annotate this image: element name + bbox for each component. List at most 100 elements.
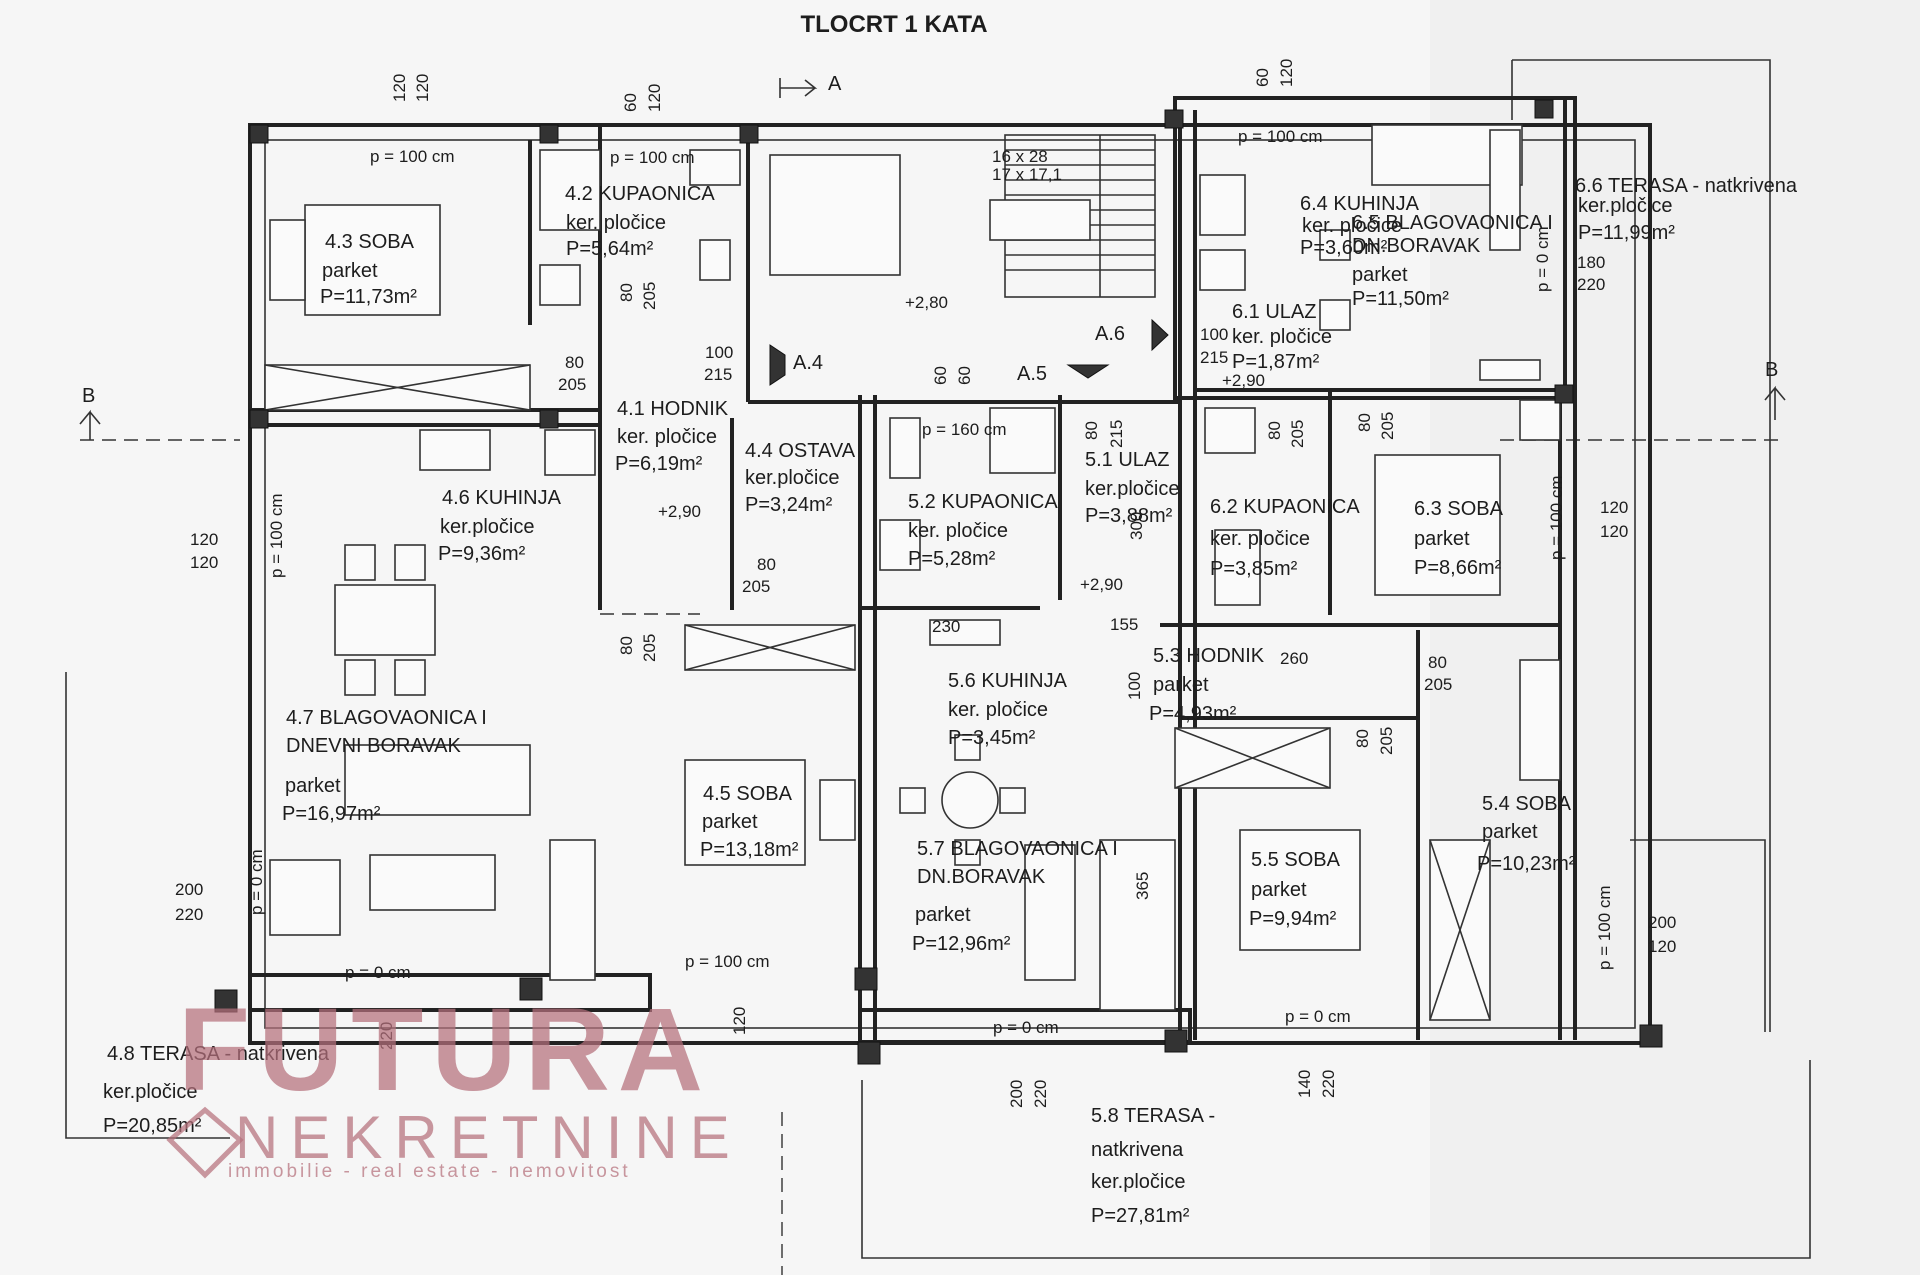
room-name: 5.2 KUPAONICA — [908, 491, 1058, 513]
dim-label: 120 — [390, 74, 409, 102]
room-area: P=5,28m² — [908, 548, 996, 570]
dim-label: 120 — [730, 1007, 749, 1035]
room-name: 6.2 KUPAONICA — [1210, 496, 1360, 518]
room-name-2: DN.BORAVAK — [1352, 235, 1481, 257]
room-name: 4.7 BLAGOVAONICA I — [286, 707, 487, 729]
dim-label: 120 — [190, 553, 218, 572]
dim-label: p = 100 cm — [267, 493, 286, 578]
room-name: 6.4 KUHINJA — [1300, 193, 1420, 215]
room-area: P=4,93m² — [1149, 703, 1237, 725]
dim-label: 100 — [705, 343, 733, 362]
room-floor: ker.pločice — [440, 516, 535, 538]
dim-label: 80 — [565, 353, 584, 372]
section-markers: A A.4 A.5 A.6 B B — [79, 73, 1786, 440]
room-floor: parket — [1482, 821, 1538, 843]
room-name: 6.3 SOBA — [1414, 498, 1504, 520]
room-floor: ker. pločice — [908, 520, 1008, 542]
section-label: A — [828, 73, 842, 95]
furniture — [264, 124, 1561, 1021]
dim-label: 230 — [932, 617, 960, 636]
room-name: 5.8 TERASA - — [1091, 1105, 1215, 1127]
dim-label: 80 — [617, 283, 636, 302]
room-name: 5.5 SOBA — [1251, 849, 1341, 871]
watermark-line2: NEKRETNINE — [235, 1104, 742, 1171]
plan-title: TLOCRT 1 KATA — [800, 11, 987, 38]
dim-label: 205 — [742, 577, 770, 596]
section-label: B — [82, 385, 95, 407]
dim-label: 80 — [1353, 729, 1372, 748]
room-floor: parket — [322, 260, 378, 282]
room-floor: parket — [1352, 264, 1408, 286]
dim-label: 155 — [1110, 615, 1138, 634]
room-area: P=13,18m² — [700, 839, 799, 861]
watermark: FUTURA NEKRETNINE immobilie - real estat… — [166, 984, 742, 1182]
dim-label: 260 — [1280, 649, 1308, 668]
room-area: P=3,45m² — [948, 727, 1036, 749]
dim-label: 220 — [377, 1022, 396, 1050]
dim-label: +2,90 — [658, 502, 701, 521]
dim-label: 120 — [1600, 522, 1628, 541]
dim-label: p = 0 cm — [993, 1018, 1059, 1037]
dim-label: +2,90 — [1080, 575, 1123, 594]
dim-label: 205 — [1424, 675, 1452, 694]
room-name: 6.5 BLAGOVAONICA I — [1352, 212, 1553, 234]
room-name-2: DNEVNI BORAVAK — [286, 735, 462, 757]
watermark-logo-shape — [166, 1106, 244, 1179]
room-floor: ker.pločice — [103, 1081, 198, 1103]
room-name: 4.8 TERASA - natkrivena — [107, 1043, 330, 1065]
watermark-line3: immobilie - real estate - nemovitost — [228, 1161, 631, 1182]
room-area: P=3,85m² — [1210, 558, 1298, 580]
room-floor: ker.pločice — [1085, 478, 1180, 500]
dim-label: 300 — [1127, 512, 1146, 540]
room-name-2: DN.BORAVAK — [917, 866, 1046, 888]
dim-label: 205 — [1288, 420, 1307, 448]
dim-label: 215 — [1200, 348, 1228, 367]
room-name: 5.1 ULAZ — [1085, 449, 1169, 471]
room-area: P=9,94m² — [1249, 908, 1337, 930]
dim-label: 200 — [1007, 1080, 1026, 1108]
room-name: 5.7 BLAGOVAONICA I — [917, 838, 1118, 860]
dim-label: 80 — [1428, 653, 1447, 672]
dim-label: 60 — [621, 93, 640, 112]
room-floor: ker. pločice — [1302, 215, 1402, 237]
dim-label: p = 100 cm — [1238, 127, 1323, 146]
room-area: P=11,73m² — [320, 286, 417, 308]
room-name: 5.3 HODNIK — [1153, 645, 1265, 667]
room-area: P=16,97m² — [282, 803, 381, 825]
room-floor: ker.pločice — [745, 467, 840, 489]
dim-label: p = 100 cm — [610, 148, 695, 167]
dim-label: p = 0 cm — [345, 963, 411, 982]
room-area: P=10,23m² — [1477, 853, 1576, 875]
section-label: B — [1765, 359, 1778, 381]
room-area: P=9,36m² — [438, 543, 526, 565]
room-area: P=8,66m² — [1414, 557, 1502, 579]
room-floor: parket — [1153, 674, 1209, 696]
dim-label: +2,80 — [905, 293, 948, 312]
dim-label: 100 — [1200, 325, 1228, 344]
dim-label: 205 — [1377, 727, 1396, 755]
dim-label: 215 — [1107, 420, 1126, 448]
dim-label: 17 x 17,1 — [992, 165, 1062, 184]
room-area: P=1,87m² — [1232, 351, 1320, 373]
dim-label: p = 100 cm — [1595, 885, 1614, 970]
dim-label: 80 — [617, 636, 636, 655]
dim-label: p = 0 cm — [1285, 1007, 1351, 1026]
dim-label: 205 — [558, 375, 586, 394]
room-area: P=5,64m² — [566, 238, 654, 260]
room-name: 4.3 SOBA — [325, 231, 415, 253]
room-area: P=6,19m² — [615, 453, 703, 475]
dim-label: 60 — [931, 366, 950, 385]
room-area: P=3,60m² — [1300, 237, 1388, 259]
room-name-2: natkrivena — [1091, 1139, 1184, 1161]
dim-label: 80 — [1082, 421, 1101, 440]
room-floor: ker.pločice — [1091, 1171, 1186, 1193]
room-floor: parket — [702, 811, 758, 833]
dim-label: 220 — [175, 905, 203, 924]
room-floor: parket — [915, 904, 971, 926]
section-label: A.4 — [793, 352, 823, 374]
dim-label: p = 0 cm — [1533, 226, 1552, 292]
dim-label: p = 100 cm — [685, 952, 770, 971]
watermark-brand: FUTURA — [178, 984, 711, 1116]
room-area: P=12,96m² — [912, 933, 1011, 955]
